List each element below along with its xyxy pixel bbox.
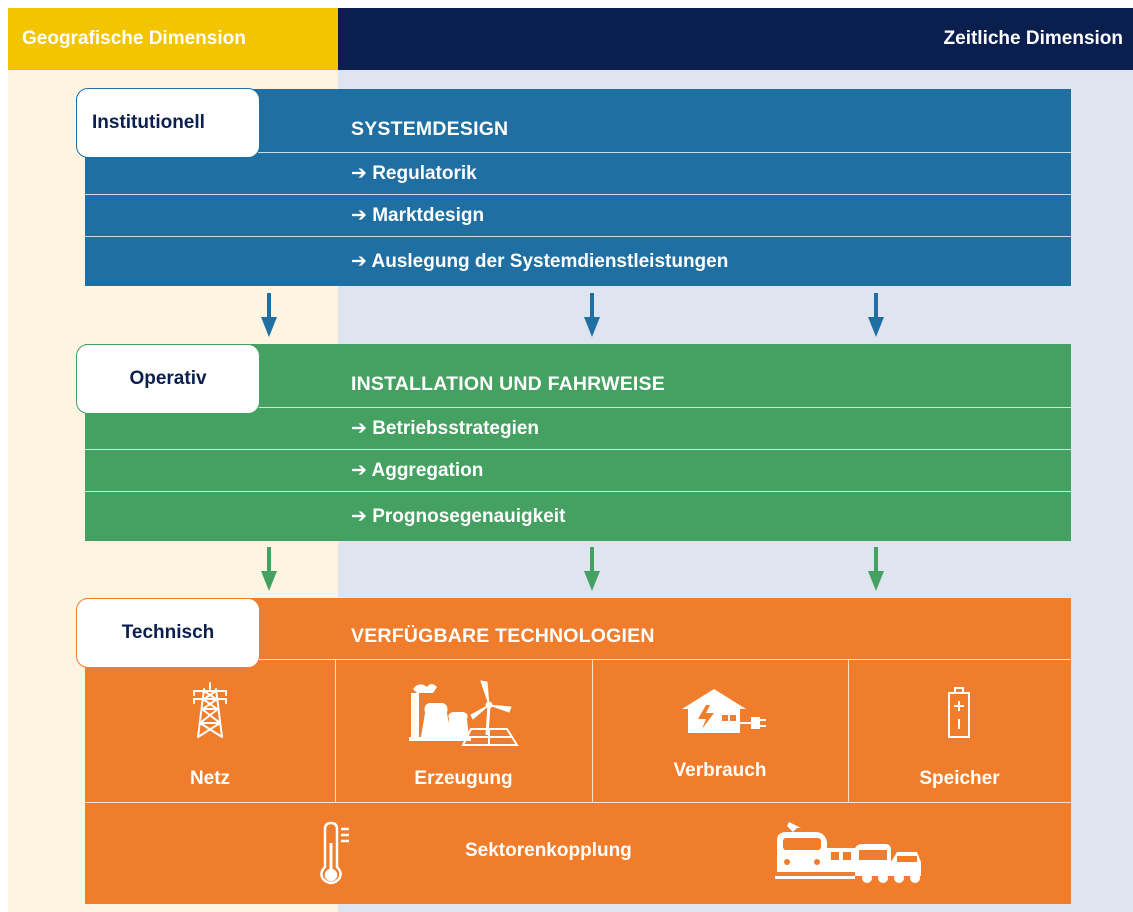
cell-label-speicher: Speicher [919, 768, 1000, 789]
divider [592, 659, 593, 802]
item-betriebsstrategien: ➔ Betriebsstrategien [85, 407, 1071, 449]
item-regulatorik: ➔ Regulatorik [85, 152, 1071, 194]
battery-icon [948, 687, 970, 738]
cell-netz: Netz [85, 659, 335, 802]
geographic-dimension-header: Geografische Dimension [8, 8, 338, 70]
technologien-title: VERFÜGBARE TECHNOLOGIEN [351, 625, 655, 647]
cell-label-verbrauch: Verbrauch [673, 760, 767, 781]
arrow-down-icon [868, 547, 884, 591]
tab-operativ: Operativ [76, 344, 260, 414]
tab-technisch: Technisch [76, 598, 260, 668]
divider [848, 659, 849, 802]
item-systemdienstleistungen: ➔ Auslegung der Systemdienstleistungen [85, 236, 1071, 286]
arrow-down-icon [584, 293, 600, 337]
divider [335, 659, 336, 802]
divider [85, 659, 1071, 660]
cell-label-erzeugung: Erzeugung [414, 768, 513, 789]
temporal-dimension-header: Zeitliche Dimension [338, 8, 1133, 70]
item-prognosegenauigkeit: ➔ Prognosegenauigkeit [85, 491, 1071, 541]
cell-erzeugung: Erzeugung [335, 659, 592, 802]
installation-title: INSTALLATION UND FAHRWEISE [351, 373, 665, 395]
divider [85, 802, 1071, 803]
power-plant-wind-turbine-icon [409, 680, 519, 746]
house-charging-icon [682, 689, 766, 733]
thermometer-icon [320, 821, 349, 885]
sektorenkopplung-label: Sektorenkopplung [465, 840, 632, 861]
tab-institutionell: Institutionell [76, 88, 260, 158]
item-aggregation: ➔ Aggregation [85, 449, 1071, 491]
cell-label-netz: Netz [189, 768, 231, 789]
arrow-down-icon [868, 293, 884, 337]
systemdesign-title: SYSTEMDESIGN [351, 118, 509, 140]
cell-verbrauch: Verbrauch [592, 659, 848, 802]
train-bus-car-icon [775, 822, 921, 883]
cell-speicher: Speicher [848, 659, 1071, 802]
power-pylon-icon [193, 682, 227, 738]
item-marktdesign: ➔ Marktdesign [85, 194, 1071, 236]
arrow-down-icon [261, 547, 277, 591]
arrow-down-icon [261, 293, 277, 337]
arrow-down-icon [584, 547, 600, 591]
